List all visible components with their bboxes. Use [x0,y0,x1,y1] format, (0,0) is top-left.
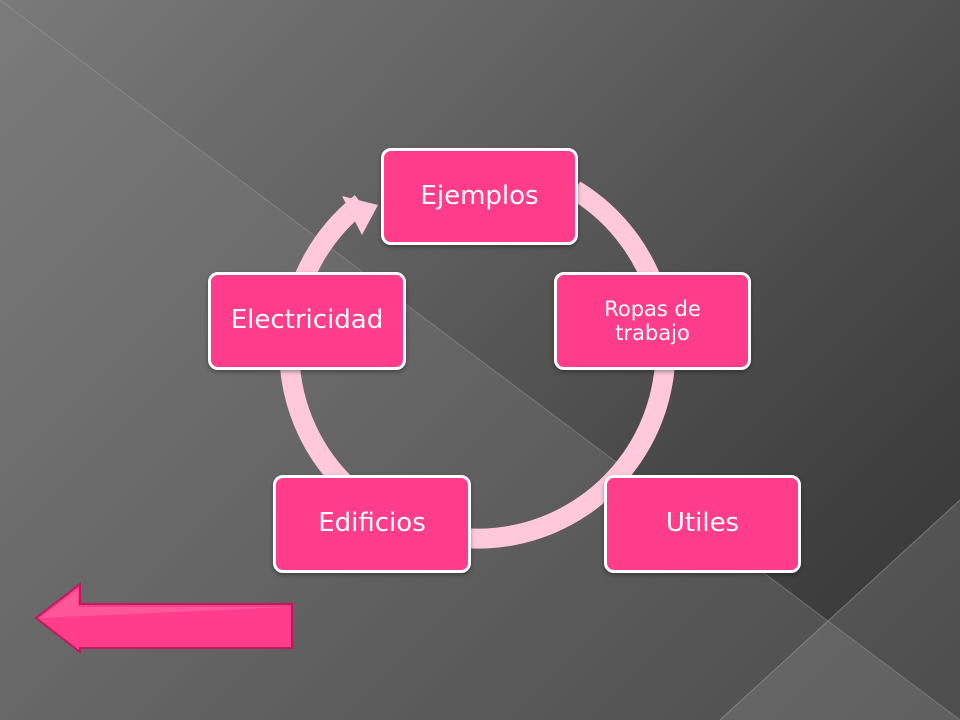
cycle-arrowhead [342,196,378,235]
left-arrow-icon [34,582,293,654]
cycle-node-label: Edificios [318,508,426,539]
back-button[interactable] [34,582,298,654]
cycle-node-label: Ejemplos [420,180,539,211]
cycle-node-electricidad: Electricidad [208,272,406,370]
cycle-node-label: Utiles [665,508,740,539]
cycle-node-utiles: Utiles [604,475,801,573]
cycle-node-edificios: Edificios [273,475,471,573]
cycle-node-label: Electricidad [230,305,384,336]
cycle-node-label: Ropas de trabajo [604,296,701,345]
cycle-node-ropas-de-trabajo: Ropas de trabajo [554,272,751,370]
cycle-node-ejemplos: Ejemplos [381,148,578,245]
